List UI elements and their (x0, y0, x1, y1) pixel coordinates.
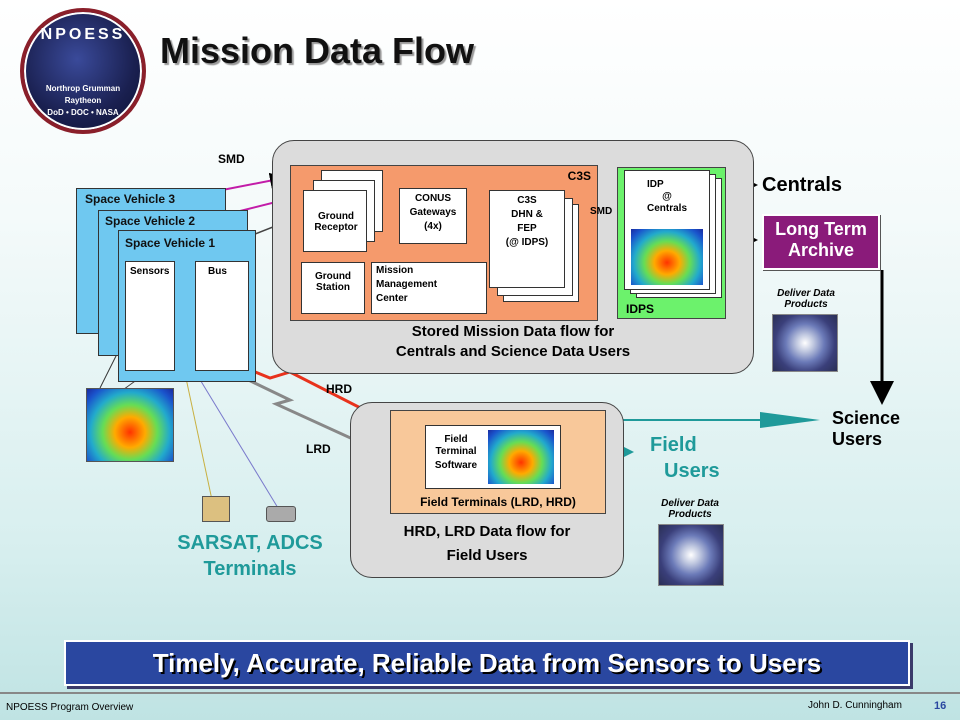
sv3-label: Space Vehicle 3 (85, 192, 176, 206)
dhn-line-4: (@ IDPS) (505, 237, 549, 248)
sarsat-line-2: Terminals (203, 558, 297, 580)
lta-line-1: Long Term (775, 219, 867, 239)
sensors-box: Sensors (125, 261, 175, 371)
sv1-label: Space Vehicle 1 (125, 236, 216, 250)
science-line-2: Users (832, 429, 883, 449)
sarsat-label: SARSAT, ADCS Terminals (150, 530, 350, 582)
adcs-terminal-icon (266, 506, 296, 522)
dhn-line-1: C3S (517, 195, 537, 206)
mmc-line-1: Mission (376, 265, 414, 276)
footer-left: NPOESS Program Overview (6, 702, 134, 713)
sarsat-line-1: SARSAT, ADCS (177, 532, 323, 554)
delivered-image-2 (658, 524, 724, 586)
footer-divider (0, 692, 960, 694)
field-terminals-label: Field Terminals (LRD, HRD) (420, 495, 576, 509)
delivered-image-1 (772, 314, 838, 372)
deliver2-line-2: Products (668, 509, 712, 520)
conus-line-1: CONUS (414, 193, 452, 204)
c3s-box: C3S ... Ground Receptor Ground Station C… (290, 165, 598, 321)
mmc-line-2: Management (376, 279, 438, 290)
smd-label-mid: SMD (590, 206, 613, 217)
sv2-label: Space Vehicle 2 (105, 214, 196, 228)
logo-name: NPOESS (40, 26, 126, 43)
field-users-line-2: Users (664, 460, 720, 482)
ground-station-label: Ground Station (314, 271, 352, 293)
field-caption-1: HRD, LRD Data flow for (403, 523, 571, 540)
idp-line-3: Centrals (646, 203, 687, 214)
sensors-label: Sensors (130, 266, 170, 277)
footer-center: John D. Cunningham (808, 700, 902, 711)
c3s-caption-2: Centrals and Science Data Users (395, 343, 631, 360)
idp-image (631, 229, 703, 285)
deliver1-line-2: Products (784, 299, 828, 310)
ground-receptor-label: Ground Receptor (314, 211, 358, 233)
logo-line-1: Northrop Grumman (45, 84, 121, 93)
field-users: Field Users (650, 432, 720, 484)
dhn-line-3: FEP (517, 223, 537, 234)
logo-line-3: DoD • DOC • NASA (47, 108, 119, 117)
bus-label: Bus (208, 266, 227, 277)
c3s-caption-1: Stored Mission Data flow for (411, 323, 615, 340)
fts-line-3: Software (434, 460, 478, 471)
centrals-label: Centrals (762, 174, 843, 196)
dhn-fep-box: C3S DHN & FEP (@ IDPS) (489, 190, 565, 288)
long-term-archive: Long Term Archive (762, 214, 880, 270)
deliver1-line-1: Deliver Data (777, 288, 835, 299)
science-line-1: Science (832, 408, 901, 428)
banner-text: Timely, Accurate, Reliable Data from Sen… (152, 648, 822, 678)
sarsat-terminal-icon (202, 496, 230, 522)
conus-gateways-box: CONUS Gateways (4x) (399, 188, 467, 244)
mission-management-box: Mission Management Center (371, 262, 487, 314)
idp-line-2: @ (662, 191, 672, 202)
field-terminals-box: Field Terminal Software Field Terminals … (390, 410, 606, 514)
space-vehicle-1: Space Vehicle 1 Sensors Bus (118, 230, 256, 382)
science-users: Science Users (832, 408, 900, 450)
c3s-label: C3S (567, 169, 591, 183)
idps-label: IDPS (626, 302, 655, 316)
ground-station-box: Ground Station (301, 262, 365, 314)
lrd-label: LRD (306, 442, 331, 456)
deliver-products-2: Deliver Data Products (650, 498, 730, 520)
hrd-label: HRD (326, 382, 352, 396)
field-caption-2: Field Users (446, 547, 528, 564)
field-image (488, 430, 554, 484)
field-software-box: Field Terminal Software (425, 425, 561, 489)
sensor-image (86, 388, 174, 462)
smd-label-top: SMD (218, 152, 245, 166)
summary-banner: Timely, Accurate, Reliable Data from Sen… (64, 640, 910, 686)
bus-box: Bus (195, 261, 249, 371)
fts-line-1: Field (444, 434, 468, 445)
logo-line-2: Raytheon (64, 96, 102, 105)
deliver-products-1: Deliver Data Products (766, 288, 846, 310)
field-users-line-1: Field (650, 434, 697, 456)
ground-receptor-box: Ground Receptor (303, 190, 367, 252)
idp-line-1: IDP (647, 179, 664, 190)
dhn-line-2: DHN & (511, 209, 543, 220)
lta-line-2: Archive (787, 240, 855, 260)
npoess-logo: NPOESS Northrop Grumman Raytheon DoD • D… (20, 8, 146, 134)
deliver2-line-1: Deliver Data (661, 498, 719, 509)
idps-box: IDPS IDP @ Centrals (617, 167, 726, 319)
mmc-line-3: Center (376, 293, 408, 304)
idp-centrals-box: IDP @ Centrals (624, 170, 710, 290)
page-title: Mission Data Flow (160, 30, 475, 71)
conus-line-2: Gateways (409, 207, 457, 218)
page-number: 16 (934, 700, 947, 712)
conus-line-3: (4x) (424, 221, 442, 232)
fts-line-2: Terminal (435, 446, 477, 457)
